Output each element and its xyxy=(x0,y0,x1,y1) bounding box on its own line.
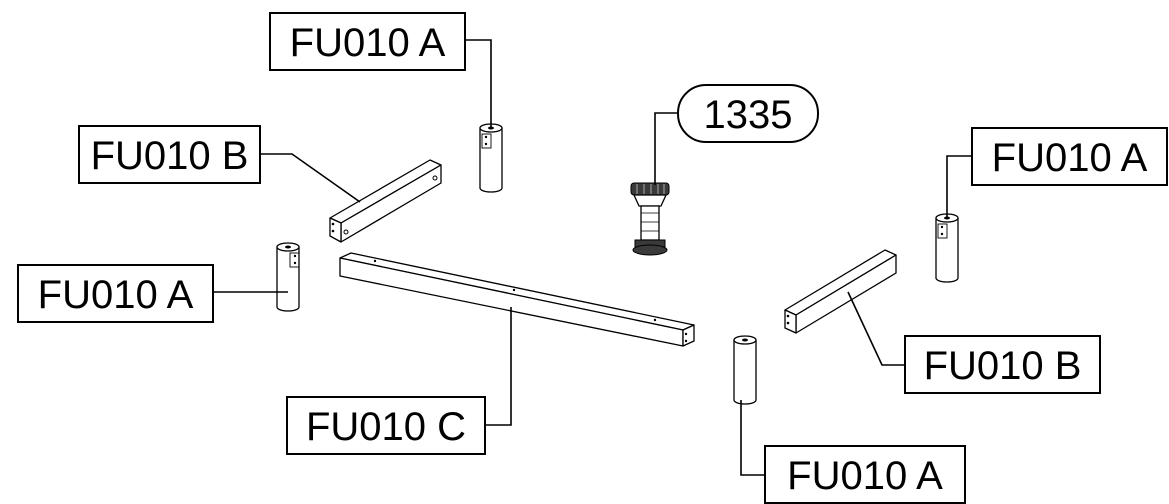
callout-rail-short-left-label: FU010 B xyxy=(91,134,249,178)
callout-rail-short-right-label: FU010 B xyxy=(924,344,1082,388)
leg-top-part xyxy=(479,123,503,193)
callout-leveler-label: 1335 xyxy=(704,93,793,137)
leader-rail-long xyxy=(485,307,512,426)
rail-short-left-part xyxy=(329,159,442,243)
callout-leg-left-label: FU010 A xyxy=(38,273,194,317)
leader-lines xyxy=(213,39,972,476)
callout-leg-bottom: FU010 A xyxy=(764,445,966,504)
leg-right-part xyxy=(935,213,959,283)
callout-leg-bottom-label: FU010 A xyxy=(787,454,943,498)
leader-leveler xyxy=(654,112,678,185)
callout-leg-left: FU010 A xyxy=(17,264,214,323)
leader-rail-short-left xyxy=(260,153,361,203)
callout-rail-short-left: FU010 B xyxy=(78,125,261,184)
leg-bottom-part xyxy=(733,335,757,405)
callout-leveler: 1335 xyxy=(677,84,819,143)
leader-leg-top xyxy=(465,39,492,128)
rail-long-part xyxy=(339,252,695,347)
callout-rail-long-label: FU010 C xyxy=(306,405,466,449)
leader-leg-bottom xyxy=(740,400,765,476)
callout-rail-long: FU010 C xyxy=(286,396,486,455)
rail-short-right-part xyxy=(784,249,897,334)
leg-left-part xyxy=(276,242,300,312)
leader-rail-short-right xyxy=(847,291,905,366)
callout-leg-top: FU010 A xyxy=(269,12,466,71)
callout-leg-right-label: FU010 A xyxy=(992,136,1148,180)
callout-rail-short-right: FU010 B xyxy=(904,335,1101,394)
leveler-foot-part xyxy=(630,182,670,256)
leader-leg-right xyxy=(946,155,972,218)
callout-leg-right: FU010 A xyxy=(971,127,1168,186)
callout-leg-top-label: FU010 A xyxy=(290,21,446,65)
